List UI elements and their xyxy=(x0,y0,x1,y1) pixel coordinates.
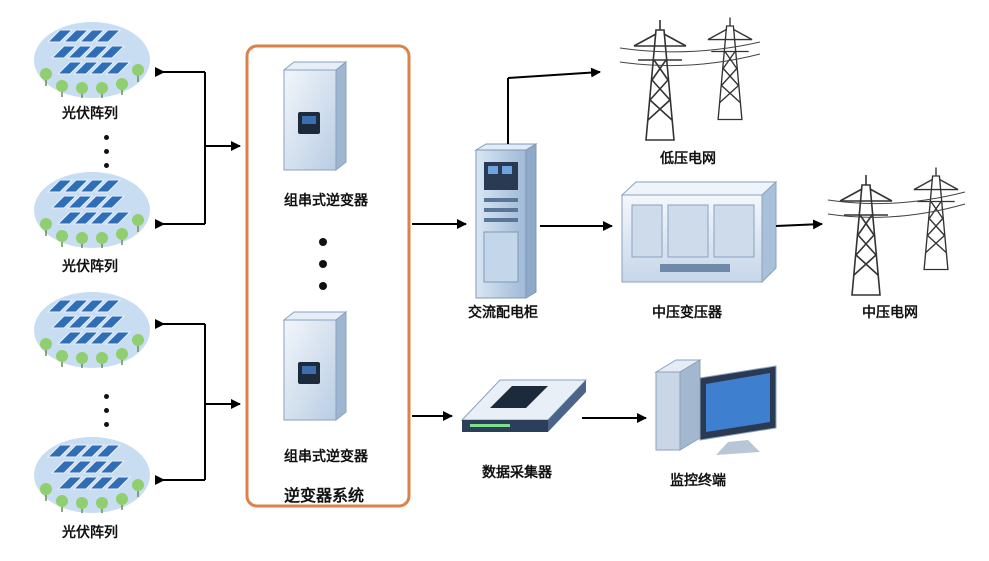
monitor-terminal-graphic xyxy=(654,359,777,455)
pv-array-2-graphic xyxy=(33,171,151,249)
mv-transformer-graphic xyxy=(620,180,778,284)
pv-array-3-graphic xyxy=(33,291,151,369)
pv-array-2-label: 光伏阵列 xyxy=(62,259,118,275)
string-inverter-2-label: 组串式逆变器 xyxy=(284,449,368,465)
mv-tower-2 xyxy=(913,166,959,271)
string-inverter-1-graphic xyxy=(283,61,347,171)
inverter-ellipsis xyxy=(319,238,327,304)
inverter-system-label: 逆变器系统 xyxy=(284,486,365,505)
flow-arrows xyxy=(412,67,823,423)
string-inverter-2-graphic xyxy=(283,311,347,421)
mv-tower-1 xyxy=(839,174,893,296)
low-voltage-grid-label: 低压电网 xyxy=(660,151,716,167)
pv-array-1-label: 光伏阵列 xyxy=(62,106,118,122)
pv-ellipsis-top xyxy=(103,135,111,177)
data-collector-graphic xyxy=(460,379,588,432)
inverter-system-frame xyxy=(245,44,411,508)
pv-array-1-graphic xyxy=(33,21,151,99)
ac-cabinet-graphic xyxy=(474,143,538,299)
low-voltage-tower-1 xyxy=(633,19,687,141)
pv-to-inverter-connectors xyxy=(155,71,241,481)
string-inverter-1-label: 组串式逆变器 xyxy=(284,193,368,209)
pv-array-3-label: 光伏阵列 xyxy=(62,525,118,541)
pv-ellipsis-bottom xyxy=(103,394,111,436)
monitor-terminal-label: 监控终端 xyxy=(670,473,726,489)
pv-array-4-graphic xyxy=(33,436,151,514)
mv-grid-label: 中压电网 xyxy=(862,305,918,321)
ac-cabinet-label: 交流配电柜 xyxy=(468,305,538,321)
mv-transformer-label: 中压变压器 xyxy=(652,305,722,321)
low-voltage-tower-2 xyxy=(707,16,753,121)
data-collector-label: 数据采集器 xyxy=(482,465,552,481)
